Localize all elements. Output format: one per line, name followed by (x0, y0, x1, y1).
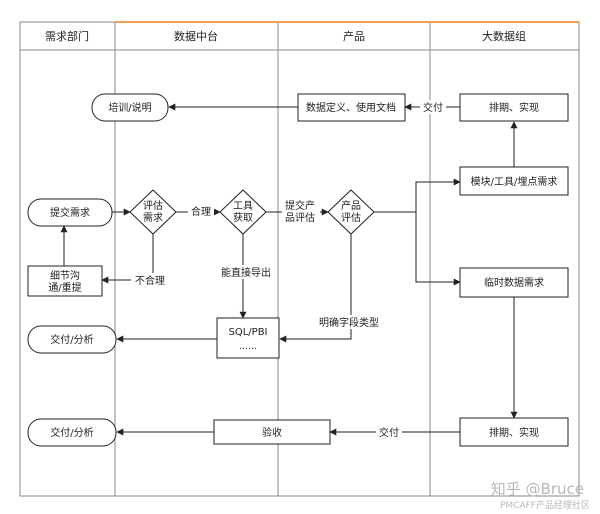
edge-branch-temp (415, 212, 461, 286)
node-accept: 验收 (213, 419, 331, 445)
node-clarify-label-2: 通/重提 (48, 281, 81, 294)
node-tool-label-2: 获取 (233, 212, 253, 224)
node-sql: SQL/PBI …… (216, 317, 280, 359)
node-sql-label-2: …… (239, 342, 257, 352)
edge-label-submit-product-1: 提交产 (285, 199, 315, 212)
edge-label-reasonable: 合理 (191, 205, 211, 218)
node-product-eval-label-2: 评估 (341, 211, 361, 224)
watermark-sub: PMCAFF产品经理社区 (500, 499, 590, 511)
node-temp-label: 临时数据需求 (484, 276, 544, 289)
edge-label-submit-product-2: 品评估 (285, 211, 315, 224)
edge-label-deliver-top: 交付 (423, 101, 443, 114)
edge-labels: 合理 不合理 能直接导出 提交产 品评估 明确字段类型 交付 交付 (131, 100, 446, 439)
node-tool: 工具 获取 (219, 189, 267, 235)
node-clarify: 细节沟 通/重提 (27, 265, 103, 297)
watermark-main: 知乎 @Bruce (491, 480, 584, 498)
node-schedule-2: 排期、实现 (459, 417, 569, 447)
node-clarify-label-1: 细节沟 (50, 269, 80, 282)
lane-header-data-platform: 数据中台 (174, 29, 218, 43)
node-tool-label-1: 工具 (233, 200, 253, 212)
node-datadef: 数据定义、使用文档 (297, 93, 406, 122)
node-product-eval-label-1: 产品 (341, 199, 361, 212)
node-deliver-1-label: 交付/分析 (50, 333, 93, 346)
lane-header-demand: 需求部门 (45, 29, 89, 43)
node-temp: 临时数据需求 (459, 267, 569, 298)
node-evaluate: 评估 需求 (129, 189, 177, 235)
lane-header-bigdata: 大数据组 (482, 29, 526, 43)
node-module-label: 模块/工具/埋点需求 (471, 176, 558, 188)
node-training-label: 培训/说明 (108, 101, 151, 114)
edge-branch-module (415, 178, 461, 212)
edge-product-eval-sql (279, 234, 352, 343)
node-evaluate-label-1: 评估 (143, 199, 163, 212)
node-product-eval: 产品 评估 (327, 189, 375, 235)
edge-label-unreasonable: 不合理 (135, 274, 165, 287)
node-deliver-1: 交付/分析 (27, 325, 117, 354)
edge-label-clarify-fields: 明确字段类型 (319, 316, 379, 329)
connectors (60, 103, 518, 436)
node-submit-label: 提交需求 (50, 206, 90, 219)
node-sql-label-1: SQL/PBI (229, 327, 268, 338)
node-module: 模块/工具/埋点需求 (459, 166, 569, 196)
node-schedule-1-label: 排期、实现 (489, 101, 539, 114)
lane-header-product: 产品 (343, 29, 365, 43)
node-training: 培训/说明 (91, 93, 169, 122)
node-evaluate-label-2: 需求 (143, 212, 163, 224)
node-deliver-2: 交付/分析 (27, 418, 117, 447)
node-schedule-2-label: 排期、实现 (489, 426, 539, 439)
edge-label-deliver-bottom: 交付 (379, 426, 399, 439)
node-deliver-2-label: 交付/分析 (50, 426, 93, 439)
node-schedule-1: 排期、实现 (459, 93, 569, 122)
edge-label-export: 能直接导出 (221, 266, 271, 279)
node-accept-label: 验收 (262, 426, 282, 439)
node-datadef-label: 数据定义、使用文档 (306, 101, 396, 114)
node-submit: 提交需求 (27, 198, 113, 227)
